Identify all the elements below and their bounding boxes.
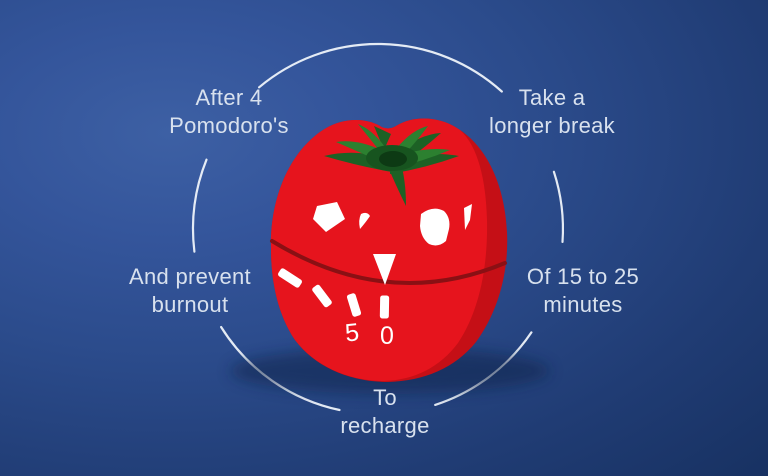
highlight-left xyxy=(313,202,345,232)
circle-arc-upper-left xyxy=(191,158,208,253)
label-line: Of 15 to 25 xyxy=(526,264,640,289)
label-line: Take a xyxy=(518,85,586,110)
label-line: recharge xyxy=(340,413,430,438)
label-15-to-25-minutes: Of 15 to 25 minutes xyxy=(527,263,639,319)
tomato-leaves-icon xyxy=(324,124,459,206)
dial-tick xyxy=(312,284,332,308)
label-line: longer break xyxy=(489,113,615,138)
label-line: Pomodoro's xyxy=(169,113,289,138)
dial-ticks xyxy=(278,268,390,319)
label-line: After 4 xyxy=(195,85,263,110)
pomodoro-timer-illustration: 5 0 xyxy=(270,118,508,382)
circle-arc-top xyxy=(258,42,503,93)
label-line: burnout xyxy=(151,292,229,317)
dial-tick xyxy=(346,293,362,317)
label-after-4-pomodoros: After 4 Pomodoro's xyxy=(169,84,289,140)
label-line: And prevent xyxy=(129,264,251,289)
dial-number-0: 0 xyxy=(380,322,394,350)
label-line: minutes xyxy=(543,292,623,317)
label-prevent-burnout: And prevent burnout xyxy=(129,263,251,319)
dial-tick xyxy=(379,295,390,319)
tomato-highlights xyxy=(313,202,472,246)
label-to-recharge: To recharge xyxy=(340,384,429,440)
dial-pointer xyxy=(373,254,396,285)
label-line: To xyxy=(373,385,397,410)
highlight-small-wedge xyxy=(359,212,370,229)
circle-arc-right xyxy=(552,170,565,243)
label-take-longer-break: Take a longer break xyxy=(489,84,615,140)
tomato-body xyxy=(270,118,488,381)
dial-rim-line xyxy=(270,239,507,285)
dial-tick xyxy=(278,268,302,288)
highlight-sliver xyxy=(464,204,472,230)
dial-number-5: 5 xyxy=(344,318,361,347)
highlight-right xyxy=(420,208,450,246)
